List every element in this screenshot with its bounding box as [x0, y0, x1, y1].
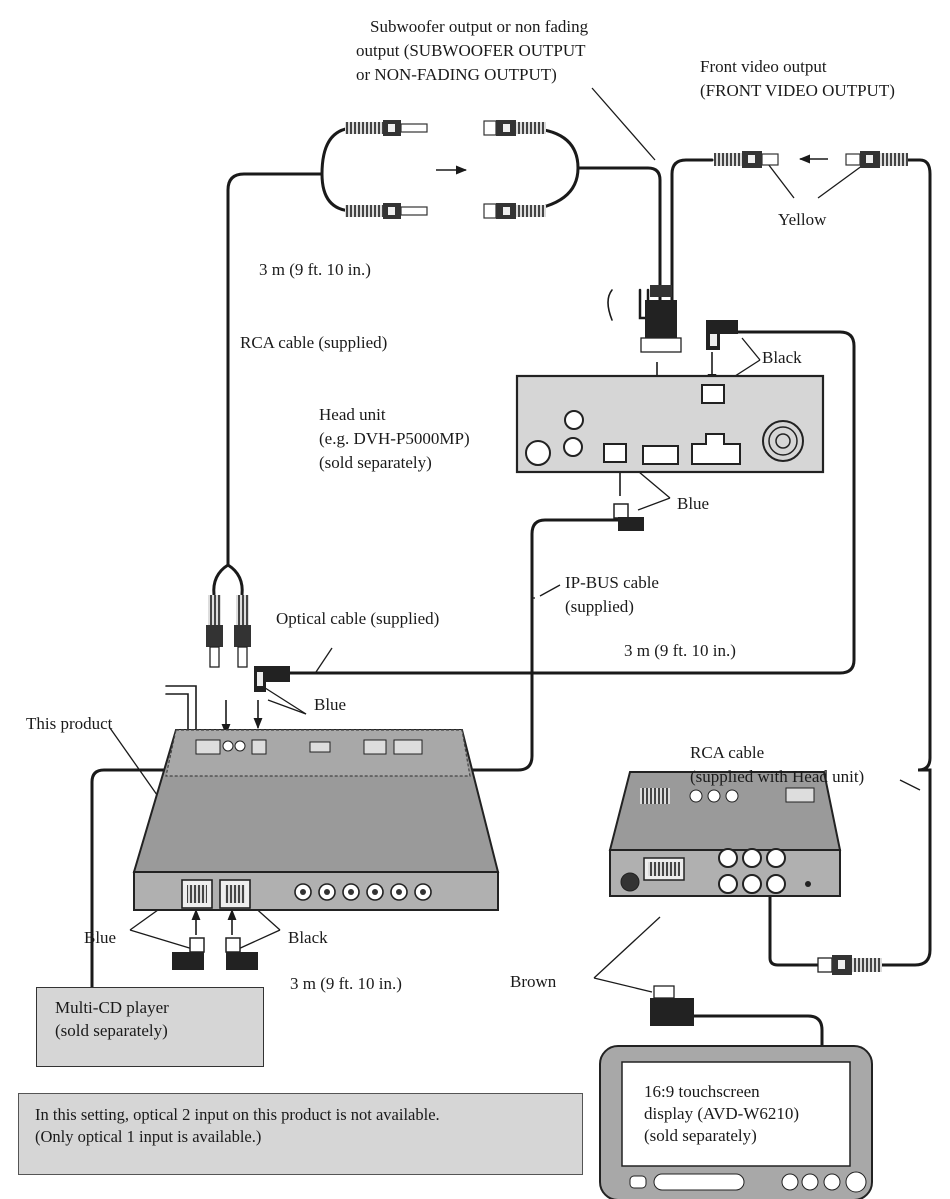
label-rca-head-2: (supplied with Head unit) [690, 767, 865, 786]
label-head-unit-2: (e.g. DVH-P5000MP) [319, 429, 470, 448]
label-ipbus-1: IP-BUS cable [565, 573, 659, 592]
label-brown: Brown [510, 972, 557, 991]
label-head-unit-1: Head unit [319, 405, 386, 424]
multi-cd-line1: Multi-CD player [55, 998, 169, 1017]
rca-plugs-vertical [206, 563, 251, 668]
label-rca-head-1: RCA cable [690, 743, 765, 762]
front-video-cable [670, 158, 714, 302]
label-blue-bottom: Blue [84, 928, 117, 947]
video-unit [608, 771, 842, 897]
label-head-unit-3: (sold separately) [319, 453, 432, 472]
label-subwoofer-1: Subwoofer output or non fading [370, 17, 589, 36]
note-box: In this setting, optical 2 input on this… [18, 1093, 583, 1175]
label-front-video-2: (FRONT VIDEO OUTPUT) [700, 81, 895, 100]
head-unit [515, 374, 825, 474]
rca-split-right-top [520, 126, 580, 213]
ipbus-cable [250, 518, 622, 772]
multi-cd-player-box: Multi-CD player (sold separately) [36, 987, 264, 1067]
label-blue-optical: Blue [314, 695, 347, 714]
brown-plug [650, 985, 694, 1026]
label-subwoofer-3: or NON-FADING OUTPUT) [356, 65, 557, 84]
display-rca-cable [768, 798, 834, 967]
rca-plugs-top [345, 120, 546, 219]
display-label: 16:9 touchscreen display (AVD-W6210) (so… [633, 1075, 835, 1153]
yellow-plug-bottom [817, 955, 882, 975]
black-plug-top [706, 320, 738, 350]
label-length-top: 3 m (9 ft. 10 in.) [259, 260, 371, 279]
wire-bundle-1 [607, 289, 613, 321]
label-blue-head: Blue [677, 494, 710, 513]
harness-connector [640, 285, 682, 353]
yellow-cable-right [878, 158, 932, 967]
optical-plug [254, 666, 290, 692]
label-optical-cable: Optical cable (supplied) [276, 609, 440, 628]
label-this-product: This product [26, 714, 113, 733]
blue-plug-head [613, 503, 644, 531]
rca-split-top [320, 126, 354, 176]
note-line2: (Only optical 1 input is available.) [35, 1127, 262, 1146]
this-product [132, 729, 500, 911]
optical-loop [288, 330, 856, 675]
display-line3: (sold separately) [644, 1126, 757, 1145]
this-product-wire [165, 685, 197, 731]
label-length-optical: 3 m (9 ft. 10 in.) [624, 641, 736, 660]
front-video-plugs [714, 151, 908, 168]
subwoofer-lead [576, 166, 662, 302]
label-length-bottom: 3 m (9 ft. 10 in.) [290, 974, 402, 993]
label-rca-cable: RCA cable (supplied) [240, 333, 388, 352]
multicd-cable [90, 768, 174, 989]
label-ipbus-2: (supplied) [565, 597, 634, 616]
rca-cable-left [226, 172, 324, 567]
note-line1: In this setting, optical 2 input on this… [35, 1105, 440, 1124]
label-yellow: Yellow [778, 210, 827, 229]
label-black-top: Black [762, 348, 802, 367]
label-subwoofer-2: output (SUBWOOFER OUTPUT [356, 41, 586, 60]
display-line1: 16:9 touchscreen [644, 1082, 760, 1101]
label-front-video-1: Front video output [700, 57, 827, 76]
display-cable [688, 1014, 824, 1048]
display-line2: display (AVD-W6210) [644, 1104, 800, 1123]
label-black-bottom: Black [288, 928, 328, 947]
plugs-bottom [172, 937, 258, 970]
multi-cd-line2: (sold separately) [55, 1021, 168, 1040]
